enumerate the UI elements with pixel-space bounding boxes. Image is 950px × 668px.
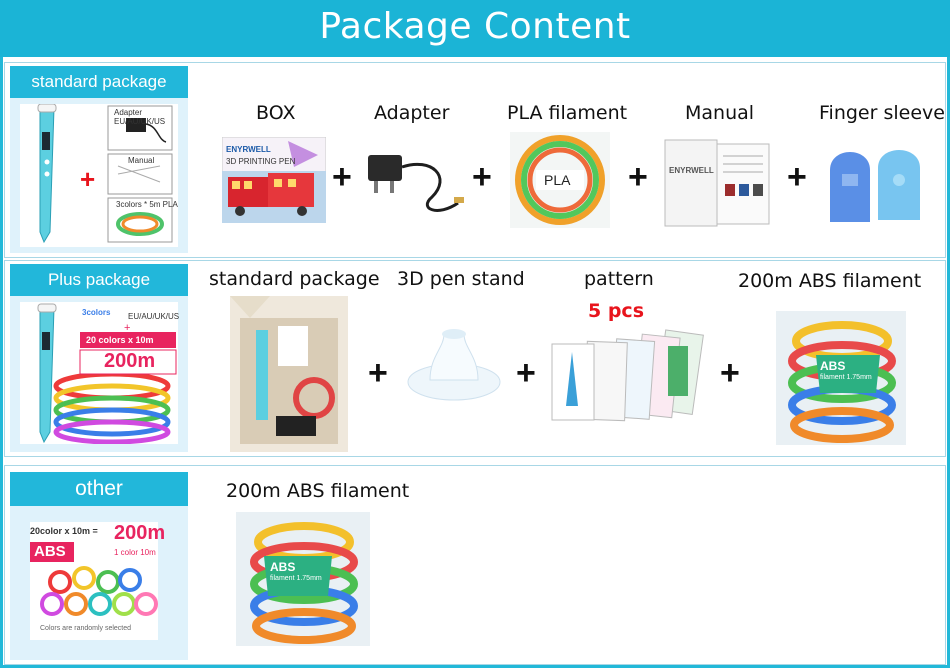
thumb-abs: ABS bbox=[34, 543, 66, 560]
pattern-photo bbox=[548, 326, 704, 422]
plus-sign: + bbox=[720, 354, 740, 392]
standard-package-item-label: standard package bbox=[209, 268, 380, 290]
other-abs-filament-photo: ABS filament 1.75mm bbox=[236, 512, 370, 646]
pla-filament-label: PLA filament bbox=[507, 102, 628, 124]
finger-sleeve-label: Finger sleeve bbox=[819, 102, 945, 124]
pen-icon bbox=[37, 103, 173, 244]
manual-thumb-label: Manual bbox=[128, 156, 155, 165]
box-photo: ENYRWELL 3D PRINTING PEN bbox=[222, 137, 326, 223]
standard-package-photo bbox=[230, 296, 348, 452]
pattern-count: 5 pcs bbox=[588, 300, 645, 322]
abs-filament-photo: ABS filament 1.75mm bbox=[776, 311, 906, 445]
pen-stand-label: 3D pen stand bbox=[397, 268, 525, 290]
plus-sign: + bbox=[787, 158, 807, 196]
other-abs-tag-line1: ABS bbox=[270, 560, 296, 574]
thumb-total: 200m bbox=[114, 522, 166, 544]
standard-package-sidebox: standard package Adapter EU/AU/UK/US Man… bbox=[10, 66, 188, 253]
thumb-per-color: 1 color 10m bbox=[114, 548, 156, 557]
adapter-photo bbox=[362, 137, 472, 223]
plus-sign: + bbox=[332, 158, 352, 196]
plus-package-tab: Plus package bbox=[10, 264, 188, 296]
plus-package-thumbnail: 3colors EU/AU/UK/US + 20 colors x 10m 20… bbox=[20, 302, 180, 445]
pla-tag: PLA bbox=[544, 172, 571, 188]
abs-tag-line2: filament 1.75mm bbox=[820, 374, 872, 381]
pattern-label: pattern bbox=[584, 268, 654, 290]
manual-brand: ENYRWELL bbox=[669, 166, 714, 175]
plus-sign: + bbox=[516, 354, 536, 392]
pen-icon bbox=[37, 303, 177, 445]
standard-package-tab: standard package bbox=[10, 66, 188, 98]
plus-sign: + bbox=[368, 354, 388, 392]
other-tab: other bbox=[10, 472, 188, 506]
thumb-count: 20 colors x 10m bbox=[86, 335, 154, 345]
manual-label: Manual bbox=[685, 102, 755, 124]
plus-sign: + bbox=[628, 158, 648, 196]
box-text: 3D PRINTING PEN bbox=[226, 157, 296, 166]
other-abs-tag-line2: filament 1.75mm bbox=[270, 575, 322, 582]
other-sidebox: other 20color x 10m = 200m ABS 1 color 1… bbox=[10, 472, 188, 660]
thumb-plus-sign: + bbox=[80, 164, 96, 194]
thumb-colors: 3colors bbox=[82, 308, 111, 317]
adapter-thumb-label: Adapter EU/AU/UK/US bbox=[114, 108, 166, 126]
thumb-plus: + bbox=[124, 322, 131, 334]
thumb-region: EU/AU/UK/US bbox=[128, 312, 180, 321]
other-thumbnail: 20color x 10m = 200m ABS 1 color 10m Col… bbox=[30, 522, 165, 640]
standard-package-thumbnail: Adapter EU/AU/UK/US Manual 3colors * 5m … bbox=[20, 103, 178, 247]
box-label: BOX bbox=[256, 102, 296, 124]
colors-thumb-label: 3colors * 5m PLA bbox=[116, 200, 178, 209]
other-abs-filament-label: 200m ABS filament bbox=[226, 480, 410, 502]
thumb-total: 200m bbox=[104, 350, 156, 372]
finger-sleeve-photo bbox=[822, 140, 932, 226]
thumb-spec: 20color x 10m = bbox=[30, 526, 98, 536]
thumb-note: Colors are randomly selected bbox=[40, 625, 132, 632]
pen-stand-photo bbox=[406, 322, 502, 406]
header-banner: Package Content bbox=[0, 0, 950, 57]
page-title: Package Content bbox=[319, 6, 631, 47]
plus-package-sidebox: Plus package 3colors EU/AU/UK/US + 20 co… bbox=[10, 264, 188, 452]
plus-sign: + bbox=[472, 158, 492, 196]
box-brand: ENYRWELL bbox=[226, 145, 271, 154]
abs-tag-line1: ABS bbox=[820, 359, 846, 373]
abs-filament-label: 200m ABS filament bbox=[738, 270, 922, 292]
adapter-label: Adapter bbox=[374, 102, 450, 124]
pla-filament-photo: PLA bbox=[510, 132, 610, 228]
manual-photo: ENYRWELL bbox=[663, 134, 773, 230]
